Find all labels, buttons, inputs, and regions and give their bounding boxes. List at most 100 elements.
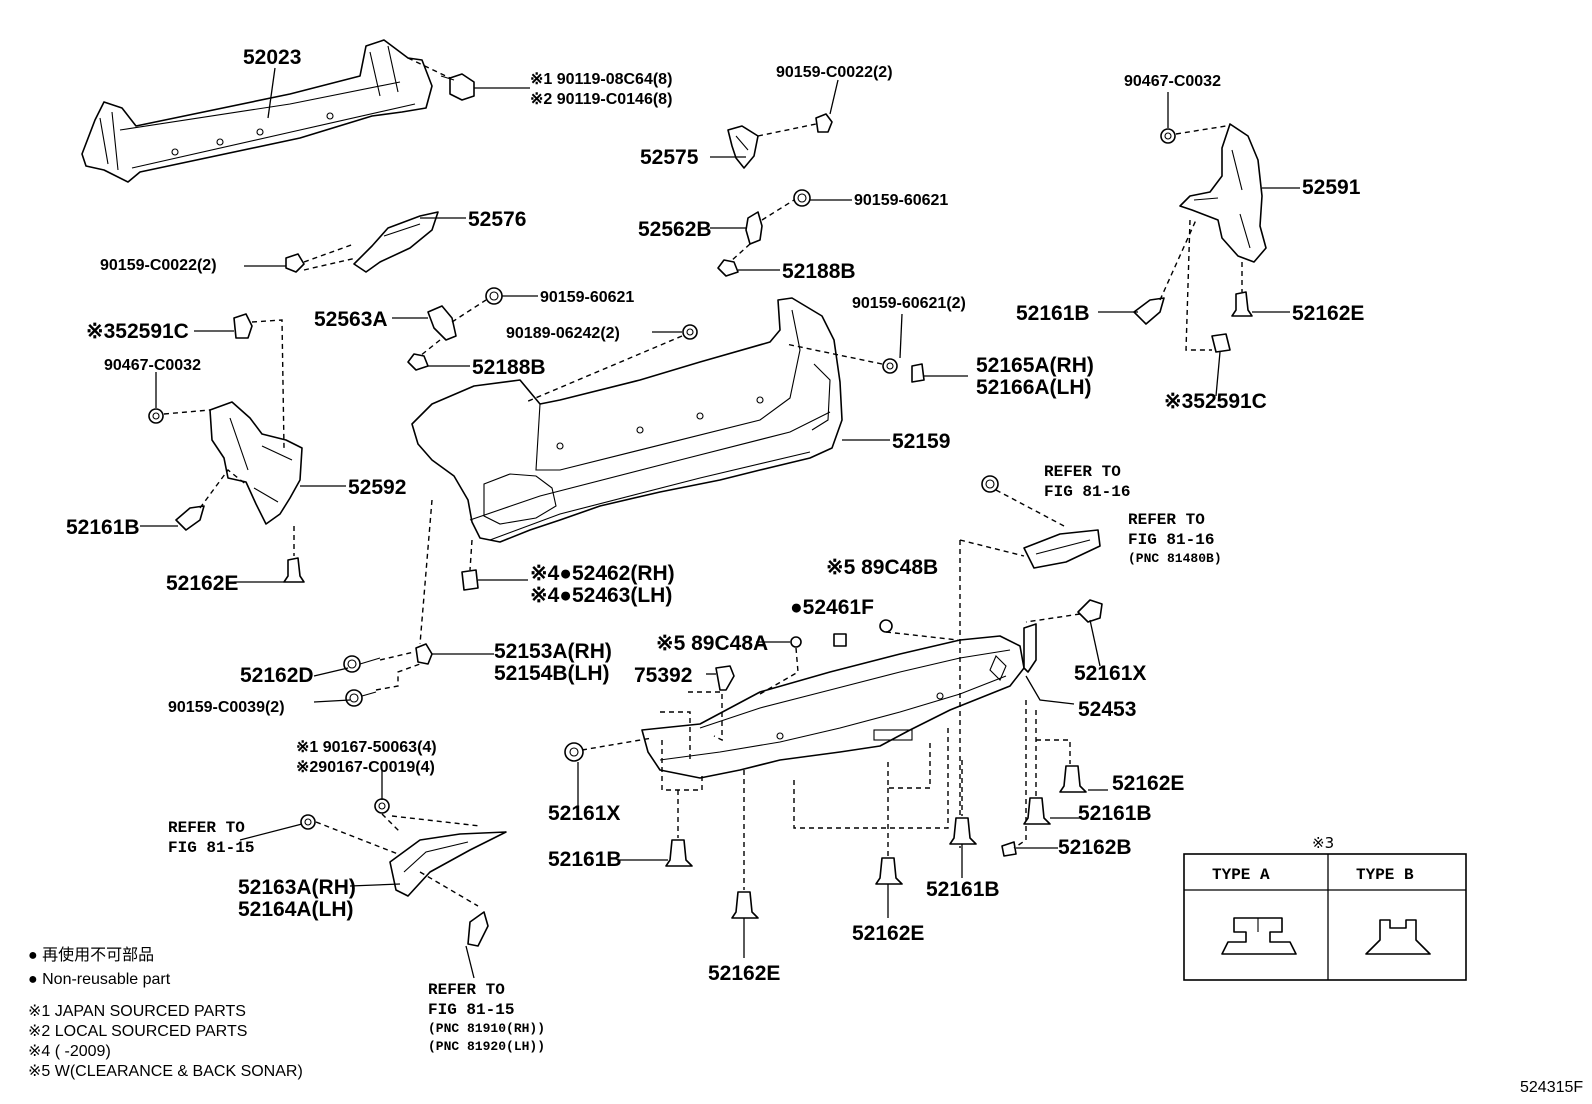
clip-refer-81-16 (981, 475, 999, 493)
bracket-52453-end (1023, 623, 1037, 673)
label-52162e-bottom-a: 52162E (708, 962, 780, 985)
label-89c48a: ※5 89C48A (656, 632, 768, 655)
label-bolt-90159-c0039: 90159-C0039(2) (168, 699, 285, 716)
bumper-cover-52159 (411, 297, 843, 543)
label-52591: 52591 (1302, 176, 1361, 199)
label-screw-90159-60621-a: 90159-60621 (854, 192, 948, 209)
screw-90159-60621-a (793, 189, 811, 207)
label-pnc-81910-rh: (PNC 81910(RH)) (428, 1021, 545, 1036)
label-52161x-left: 52161X (548, 802, 620, 825)
label-clip-90159-c0022-left: 90159-C0022(2) (100, 257, 217, 274)
bracket-52563a (427, 305, 457, 341)
label-52161b-bottom-b: 52161B (926, 878, 1000, 901)
label-52162e-right: 52162E (1292, 302, 1364, 325)
rear-bumper-reinforcement-52023 (81, 39, 433, 183)
bolt-90119 (440, 73, 475, 101)
label-52162e-bottom-c: 52162E (1112, 772, 1184, 795)
clip-52161b-bottom-b (949, 817, 977, 845)
label-52165a-rh: 52165A(RH) (976, 354, 1094, 377)
clip-52461f (833, 633, 847, 647)
clip-52161x-left (564, 742, 584, 762)
label-90467-c0032-right: 90467-C0032 (1124, 73, 1221, 90)
type-b-header: TYPE B (1356, 866, 1414, 884)
garnish-52163a (389, 831, 507, 897)
label-52576: 52576 (468, 208, 526, 231)
label-52161b-bottom-c: 52161B (1078, 802, 1152, 825)
label-52162d: 52162D (240, 664, 314, 687)
label-52462-rh: ※4●52462(RH) (530, 562, 675, 585)
type-a-header: TYPE A (1212, 866, 1270, 884)
legend-note-5: ※5 W(CLEARANCE & BACK SONAR) (28, 1063, 303, 1080)
nut-52188b-b (407, 353, 429, 371)
label-52575: 52575 (640, 146, 699, 169)
label-refer-to-a: REFER TO (1044, 463, 1121, 481)
label-bolt-90119-c0146: ※2 90119-C0146(8) (530, 91, 672, 108)
label-52188b-a: 52188B (782, 260, 856, 283)
label-bolt-90167-c0019: ※290167-C0019(4) (296, 759, 435, 776)
clip-52162e-bottom-a (731, 891, 759, 919)
label-52163a-rh: 52163A(RH) (238, 876, 356, 899)
pad-52165a (911, 363, 925, 383)
label-52154b-lh: 52154B(LH) (494, 662, 610, 685)
label-fig-81-16-a: FIG 81-16 (1044, 483, 1130, 501)
label-52164a-lh: 52164A(LH) (238, 898, 354, 921)
label-52591c-left: ※352591C (86, 320, 189, 343)
label-bolt-90167-50063: ※1 90167-50063(4) (296, 739, 437, 756)
clip-90467-c0032-left (148, 408, 164, 424)
clip-90159-c0022-left (285, 253, 305, 273)
label-refer-to-c: REFER TO (168, 819, 245, 837)
clip-52153a (415, 643, 433, 665)
label-52162e-bottom-b: 52162E (852, 922, 924, 945)
clip-89c48b (879, 619, 893, 633)
label-52161b-bottom-a: 52161B (548, 848, 622, 871)
clip-52161b-bottom-c (1023, 797, 1051, 825)
label-52162b: 52162B (1058, 836, 1132, 859)
type-table: ※3 TYPE A TYPE B (1183, 834, 1467, 981)
label-52463-lh: ※4●52463(LH) (530, 584, 672, 607)
clip-52162e-right (1231, 291, 1253, 317)
label-52591c-right: ※352591C (1164, 390, 1267, 413)
label-fig-81-16-b: FIG 81-16 (1128, 531, 1214, 549)
clip-52162b (1001, 841, 1017, 857)
type-a-clip-shape (1221, 917, 1297, 955)
clip-refer-81-15-left (300, 814, 316, 830)
clip-52162e-bottom-c (1059, 765, 1087, 793)
reflector-refer-81-15 (467, 911, 489, 947)
lower-cover-52453 (641, 635, 1025, 779)
label-52461f: ●52461F (790, 596, 874, 619)
bolt-90167 (374, 798, 390, 814)
clip-52162e-left (283, 557, 305, 583)
label-refer-to-d: REFER TO (428, 981, 505, 999)
clip-52162d (343, 655, 381, 673)
label-screw-90159-60621-b: 90159-60621 (540, 289, 634, 306)
label-75392: 75392 (634, 664, 692, 687)
clip-89c48a (790, 636, 802, 648)
clip-90467-c0032-right (1160, 128, 1176, 144)
label-fig-81-15-d: FIG 81-15 (428, 1001, 514, 1019)
screw-90159-60621-b (485, 287, 503, 305)
label-pnc-81480b: (PNC 81480B) (1128, 551, 1222, 566)
label-52161b-right: 52161B (1016, 302, 1090, 325)
leader-lines (140, 67, 1300, 979)
label-screw-90159-60621-c: 90159-60621(2) (852, 295, 966, 312)
cover-52462 (461, 569, 479, 591)
clip-52161b-left (175, 505, 205, 531)
label-fig-81-15-c: FIG 81-15 (168, 839, 254, 857)
label-52161b-left: 52161B (66, 516, 140, 539)
legend-note-4: ※4 ( -2009) (28, 1043, 111, 1060)
label-bolt-90119-08c64: ※1 90119-08C64(8) (530, 71, 672, 88)
label-52592: 52592 (348, 476, 406, 499)
clip-90189-06242 (682, 324, 698, 340)
type-b-clip-shape (1365, 919, 1431, 955)
clip-90159-c0022-top (815, 113, 833, 133)
clip-52161b-bottom-a (665, 839, 693, 867)
label-52023: 52023 (243, 46, 301, 69)
label-52562b: 52562B (638, 218, 712, 241)
bracket-52576 (353, 211, 439, 273)
reflector-81480b (1023, 529, 1101, 569)
label-52161x-right: 52161X (1074, 662, 1146, 685)
label-52563a: 52563A (314, 308, 388, 331)
label-pnc-81920-lh: (PNC 81920(LH)) (428, 1039, 545, 1054)
label-clip-90189-06242: 90189-06242(2) (506, 325, 620, 342)
label-52453: 52453 (1078, 698, 1136, 721)
